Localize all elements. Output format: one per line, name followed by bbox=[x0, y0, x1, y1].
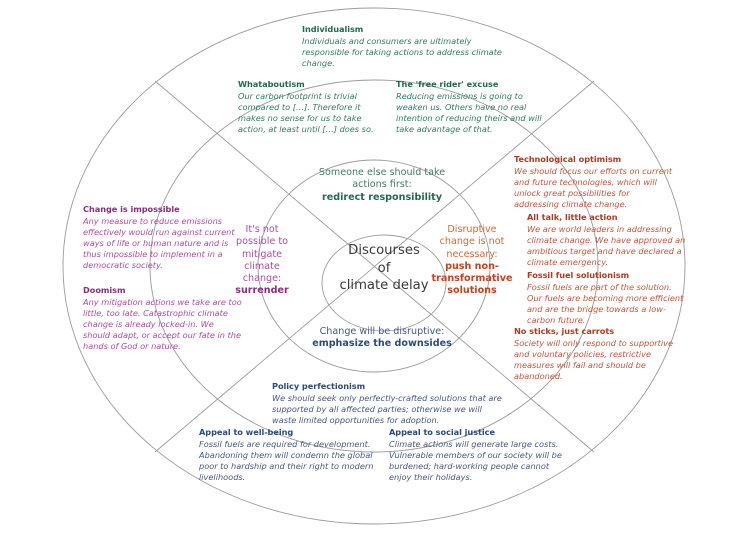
discourse-title: No sticks, just carrots bbox=[514, 326, 615, 336]
outer-ring bbox=[63, 8, 685, 524]
strategy-lead-line-1: Change will be disruptive: bbox=[319, 326, 445, 337]
discourse-fossil-fuel-solutionism: Fossil fuel solutionism Fossil fuels are… bbox=[527, 270, 687, 326]
discourse-title: Policy perfectionism bbox=[272, 381, 366, 391]
discourse-appeal-to-well-being: Appeal to well-being Fossil fuels are re… bbox=[199, 427, 374, 483]
strategy-lead-line-1: Disruptive bbox=[447, 224, 497, 235]
strategy-lead-line-2: actions first: bbox=[352, 179, 412, 191]
strategy-push-non-transformative-solutions: Disruptive change is not necessary: push… bbox=[424, 224, 520, 298]
discourse-whataboutism: Whataboutism Our carbon footprint is tri… bbox=[238, 79, 390, 135]
discourse-body: Our carbon footprint is trivial compared… bbox=[238, 90, 374, 135]
strategy-lead-line-1: Someone else should take bbox=[318, 167, 446, 178]
centre-line-2: of bbox=[377, 260, 391, 276]
centre-line-3: climate delay bbox=[339, 278, 429, 294]
discourse-title: Whataboutism bbox=[238, 79, 305, 89]
discourse-all-talk-little-action: All talk, little action We are world lea… bbox=[527, 212, 687, 268]
discourse-title: The 'free rider' excuse bbox=[396, 79, 499, 89]
discourse-body: Individuals and consumers are ultimately… bbox=[302, 35, 502, 68]
discourse-title: Fossil fuel solutionism bbox=[527, 270, 630, 280]
strategy-surrender: It's not possible to mitigate climate ch… bbox=[222, 224, 302, 298]
strategy-lead-line-2: possible to bbox=[236, 236, 288, 248]
middle-ring bbox=[150, 80, 598, 452]
discourse-body: Fossil fuels are required for developmen… bbox=[199, 438, 374, 483]
strategy-lead-line-2: change is not bbox=[439, 236, 505, 248]
discourse-body: Reducing emissions is going to weaken us… bbox=[396, 90, 542, 135]
strategy-lead-line-5: change: bbox=[242, 273, 282, 285]
discourse-title: Appeal to well-being bbox=[199, 427, 294, 437]
inner-ring bbox=[258, 160, 490, 372]
discourse-individualism: Individualism Individuals and consumers … bbox=[302, 24, 517, 69]
strategy-lead-line-3: necessary: bbox=[446, 248, 498, 260]
strategy-key-line-2: transformative bbox=[431, 273, 513, 285]
discourse-body: Climate actions will generate large cost… bbox=[389, 438, 562, 483]
discourse-change-is-impossible: Change is impossible Any measure to redu… bbox=[83, 204, 243, 271]
discourse-title: Doomism bbox=[83, 285, 126, 295]
discourse-title: Change is impossible bbox=[83, 204, 180, 214]
discourse-title: Individualism bbox=[302, 24, 364, 34]
strategy-key-line-1: push non- bbox=[445, 260, 499, 272]
discourse-free-rider-excuse: The 'free rider' excuse Reducing emissio… bbox=[396, 79, 548, 135]
strategy-lead-line-4: climate bbox=[244, 260, 280, 272]
discourse-title: Appeal to social justice bbox=[389, 427, 495, 437]
discourse-no-sticks-just-carrots: No sticks, just carrots Society will onl… bbox=[514, 326, 679, 382]
strategy-key-surrender: surrender bbox=[235, 285, 289, 297]
centre-line-1: Discourses bbox=[348, 243, 420, 258]
discourse-body: We should focus our efforts on current a… bbox=[514, 165, 673, 210]
centre-label: Discourses of climate delay bbox=[320, 242, 448, 295]
centre-circle bbox=[322, 235, 446, 331]
strategy-lead-line-1: It's not bbox=[245, 224, 279, 235]
discourse-appeal-to-social-justice: Appeal to social justice Climate actions… bbox=[389, 427, 564, 483]
discourse-body: We should seek only perfectly-crafted so… bbox=[272, 392, 502, 425]
discourse-title: Technological optimism bbox=[514, 154, 622, 164]
discourse-title: All talk, little action bbox=[527, 212, 618, 222]
discourse-body: Any mitigation actions we take are too l… bbox=[83, 296, 242, 352]
divider-ne-sw bbox=[155, 81, 594, 452]
strategy-key-line-3: solutions bbox=[447, 285, 497, 297]
strategy-key-emphasize-the-downsides: emphasize the downsides bbox=[312, 338, 452, 350]
discourse-body: Fossil fuels are part of the solution. O… bbox=[527, 281, 684, 326]
strategy-lead-line-3: mitigate bbox=[241, 248, 283, 260]
discourse-body: We are world leaders in addressing clima… bbox=[527, 223, 686, 268]
discourse-policy-perfectionism: Policy perfectionism We should seek only… bbox=[272, 381, 502, 426]
strategy-key-redirect-responsibility: redirect responsibility bbox=[321, 191, 443, 203]
discourse-doomism: Doomism Any mitigation actions we take a… bbox=[83, 285, 243, 352]
discourse-technological-optimism: Technological optimism We should focus o… bbox=[514, 154, 674, 210]
discourse-body: Any measure to reduce emissions effectiv… bbox=[83, 215, 235, 271]
strategy-emphasize-the-downsides: Change will be disruptive: emphasize the… bbox=[282, 326, 482, 351]
discourse-body: Society will only respond to supportive … bbox=[514, 337, 674, 382]
strategy-redirect-responsibility: Someone else should take actions first: … bbox=[282, 167, 482, 204]
